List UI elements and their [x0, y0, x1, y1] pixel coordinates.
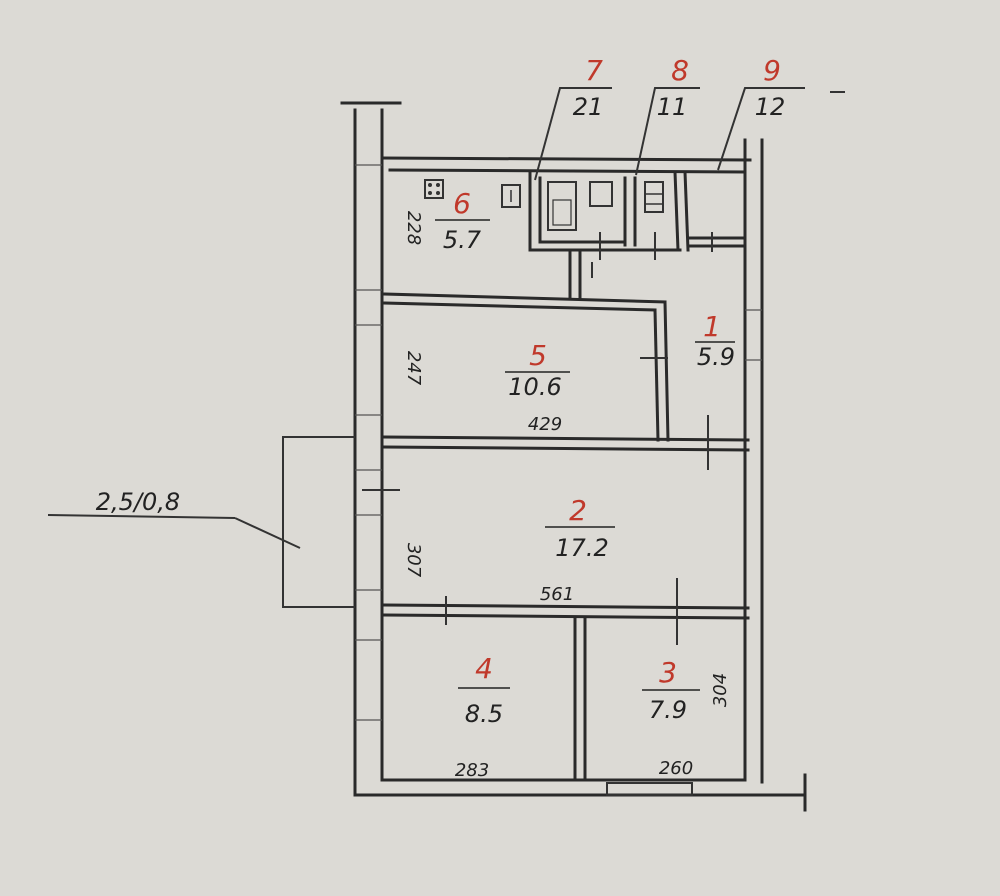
room-number: 2	[569, 494, 587, 527]
balcony	[47, 436, 355, 608]
room-7-label: 7 21	[573, 54, 604, 121]
room-number: 3	[659, 656, 677, 689]
room-number: 4	[475, 652, 493, 685]
room-area: 7.9	[649, 696, 687, 724]
room-number: 6	[453, 187, 471, 220]
room-3-label: 3 7.9	[642, 656, 700, 724]
toilet-icon	[644, 181, 664, 213]
room-area: 10.6	[508, 373, 561, 401]
sink-icon	[501, 184, 521, 208]
dimension-label: 247	[403, 351, 424, 386]
door-marks	[362, 232, 713, 645]
room-area: 21	[573, 93, 604, 121]
room-area: 11	[657, 93, 688, 121]
room-number: 9	[763, 54, 781, 87]
room-area: 5.9	[697, 343, 735, 371]
dimension-label: 260	[659, 758, 693, 779]
washbasin-icon	[589, 181, 613, 207]
room-number: 8	[671, 54, 689, 87]
room-area: 8.5	[465, 700, 503, 728]
room-8-label: 8 11	[657, 54, 689, 121]
dimension-label: 429	[528, 414, 562, 435]
left-wall-openings	[355, 164, 762, 721]
dimension-label: 228	[403, 211, 424, 245]
dimension-label: 307	[403, 543, 424, 578]
leader-lines	[534, 87, 845, 181]
room-9-label: 9 12	[755, 54, 786, 121]
room-2-label: 2 17.2	[545, 494, 615, 562]
room-5-label: 5 10.6	[505, 339, 570, 401]
room-1-label: 1 5.9	[695, 310, 735, 371]
dimension-label: 561	[540, 584, 574, 605]
room-4-label: 4 8.5	[458, 652, 510, 728]
dimension-label: 304	[710, 673, 731, 707]
room-area: 5.7	[443, 226, 482, 254]
room-number: 5	[529, 339, 547, 372]
fixtures	[424, 179, 664, 231]
room-number: 7	[585, 54, 603, 87]
bathtub-icon	[547, 181, 577, 231]
room-area: 17.2	[555, 534, 608, 562]
balcony-dimension: 2,5/0,8	[96, 488, 180, 516]
room-number: 1	[703, 310, 721, 343]
room-area: 12	[755, 93, 786, 121]
dimension-label: 283	[455, 760, 489, 781]
room-6-label: 6 5.7	[435, 187, 490, 254]
stove-icon	[424, 179, 444, 199]
interior-walls	[383, 170, 750, 782]
